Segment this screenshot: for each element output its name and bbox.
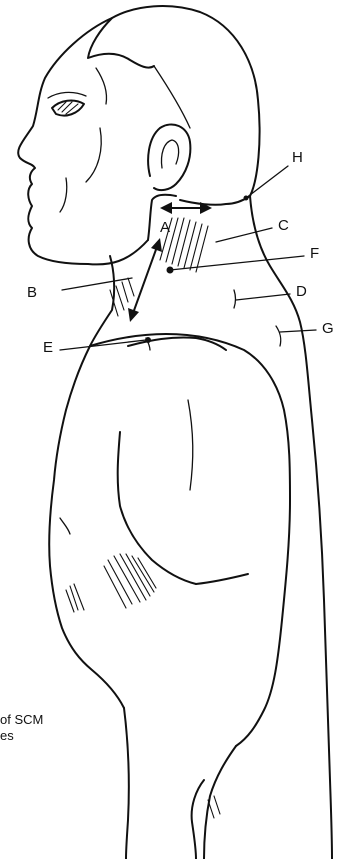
diagonal-arrow-head-bottom: [128, 308, 139, 322]
horizontal-arrow-head-left: [160, 202, 172, 214]
chest-outline: [49, 346, 124, 708]
label-b: B: [27, 285, 37, 300]
hand-outline: [192, 780, 204, 859]
nasolabial-line: [60, 178, 67, 212]
leader-g: [280, 330, 316, 332]
hair-line-2: [154, 66, 190, 128]
leader-d: [236, 294, 290, 300]
label-h: H: [292, 150, 303, 165]
deltoid-line-2: [188, 400, 193, 490]
neck-front: [90, 256, 114, 346]
leader-c: [216, 228, 272, 242]
label-d: D: [296, 284, 307, 299]
side-hatch: [66, 584, 84, 612]
armpit-hatch: [104, 554, 156, 608]
nipple: [60, 518, 70, 534]
leader-b: [62, 278, 132, 290]
ear-icon: [148, 124, 190, 190]
label-g: G: [322, 321, 334, 336]
pectoral-line: [118, 432, 196, 584]
label-a: A: [160, 220, 170, 235]
label-f: F: [310, 246, 319, 261]
neck-back: [250, 196, 332, 859]
caption-line-1: of SCM: [0, 712, 43, 728]
label-e: E: [43, 340, 53, 355]
neck-tick-d: [234, 290, 236, 308]
leader-f: [170, 256, 304, 270]
nape-line: [180, 196, 250, 205]
ear-inner: [161, 140, 178, 168]
caption-line-2: es: [0, 728, 14, 744]
arm-front: [124, 708, 129, 859]
neck-tick-g: [276, 326, 281, 346]
cheek-line: [86, 128, 101, 182]
head-outline: [18, 6, 259, 264]
label-c: C: [278, 218, 289, 233]
temple-line: [96, 68, 107, 104]
leader-h: [246, 166, 288, 198]
shoulder-line: [90, 334, 290, 746]
diagonal-arrow: [132, 244, 158, 316]
eye-icon: [52, 101, 84, 116]
diagonal-arrow-head-top: [151, 238, 162, 252]
eyebrow: [48, 92, 86, 98]
deltoid-line: [196, 574, 248, 584]
